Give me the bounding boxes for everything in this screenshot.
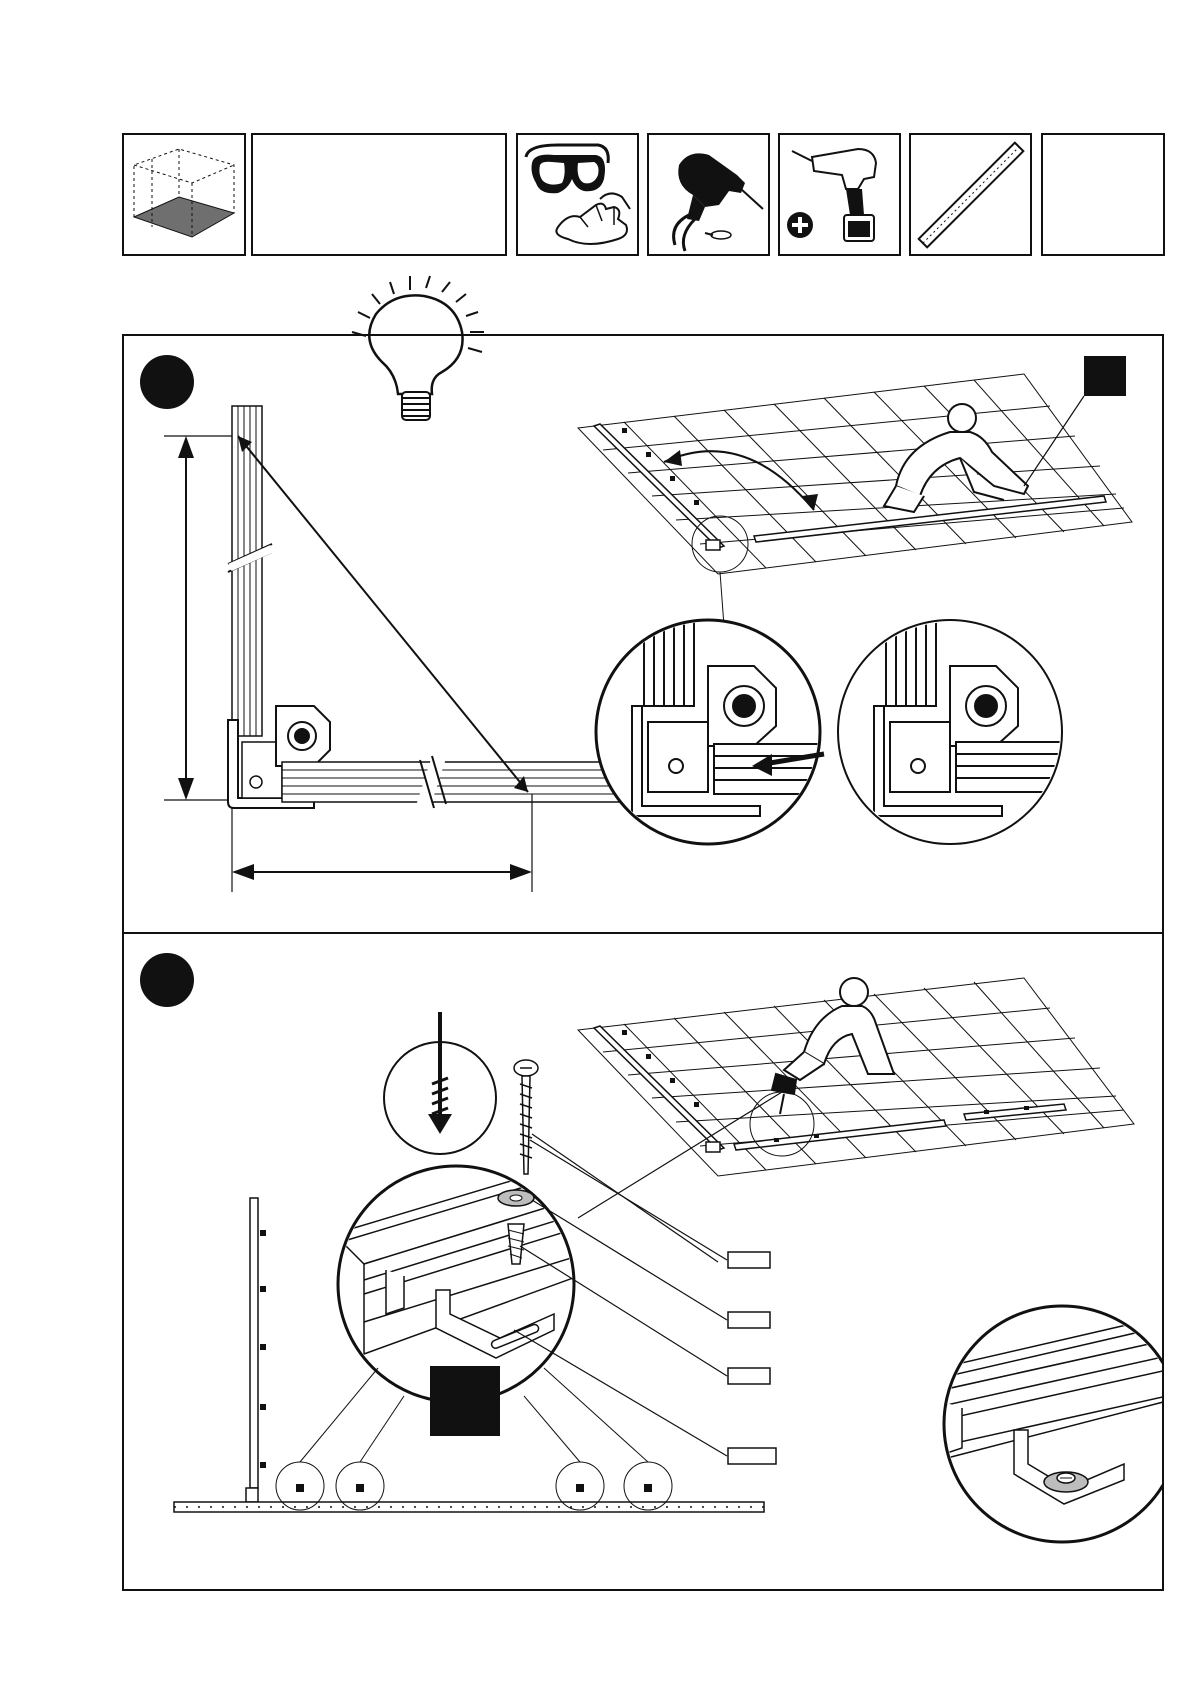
step-1-panel	[122, 334, 1164, 934]
callout-tag-black	[1084, 356, 1126, 396]
toolbar-blank-panel-2	[1041, 133, 1165, 256]
no-hammer-drill-icon	[384, 1012, 496, 1154]
shed-floor-icon	[124, 135, 244, 254]
floor-grid-1	[578, 374, 1132, 574]
step-2-panel	[122, 932, 1164, 1591]
toolbar-blank-panel-1	[251, 133, 507, 256]
toolbar-cordless-drill-panel	[778, 133, 901, 256]
cordless-drill-icon	[780, 135, 899, 254]
part-label-screw	[728, 1252, 770, 1268]
power-drill-icon	[649, 135, 768, 254]
toolbar-floor-area-panel	[122, 133, 246, 256]
step-1-drawing	[124, 336, 1162, 932]
spirit-level-icon	[911, 135, 1030, 254]
goggles-gloves-icon	[518, 135, 637, 254]
toolbar-spirit-level-panel	[909, 133, 1032, 256]
part-label-plug	[728, 1368, 770, 1384]
part-label-bracket	[728, 1448, 776, 1464]
part-label-washer	[728, 1312, 770, 1328]
toolbar-safety-panel	[516, 133, 639, 256]
detail-zoom-1	[596, 616, 824, 844]
step-2-marker	[140, 953, 194, 1007]
step-1-marker	[140, 355, 194, 409]
detail-zoom-2	[838, 616, 1066, 844]
worker-drilling-figure	[772, 978, 894, 1114]
detail-zoom-fixed	[914, 1306, 1162, 1542]
callout-tag-black-2	[430, 1366, 500, 1436]
screw-part	[514, 1060, 538, 1174]
toolbar-power-drill-panel	[647, 133, 770, 256]
step-2-drawing	[124, 934, 1162, 1589]
